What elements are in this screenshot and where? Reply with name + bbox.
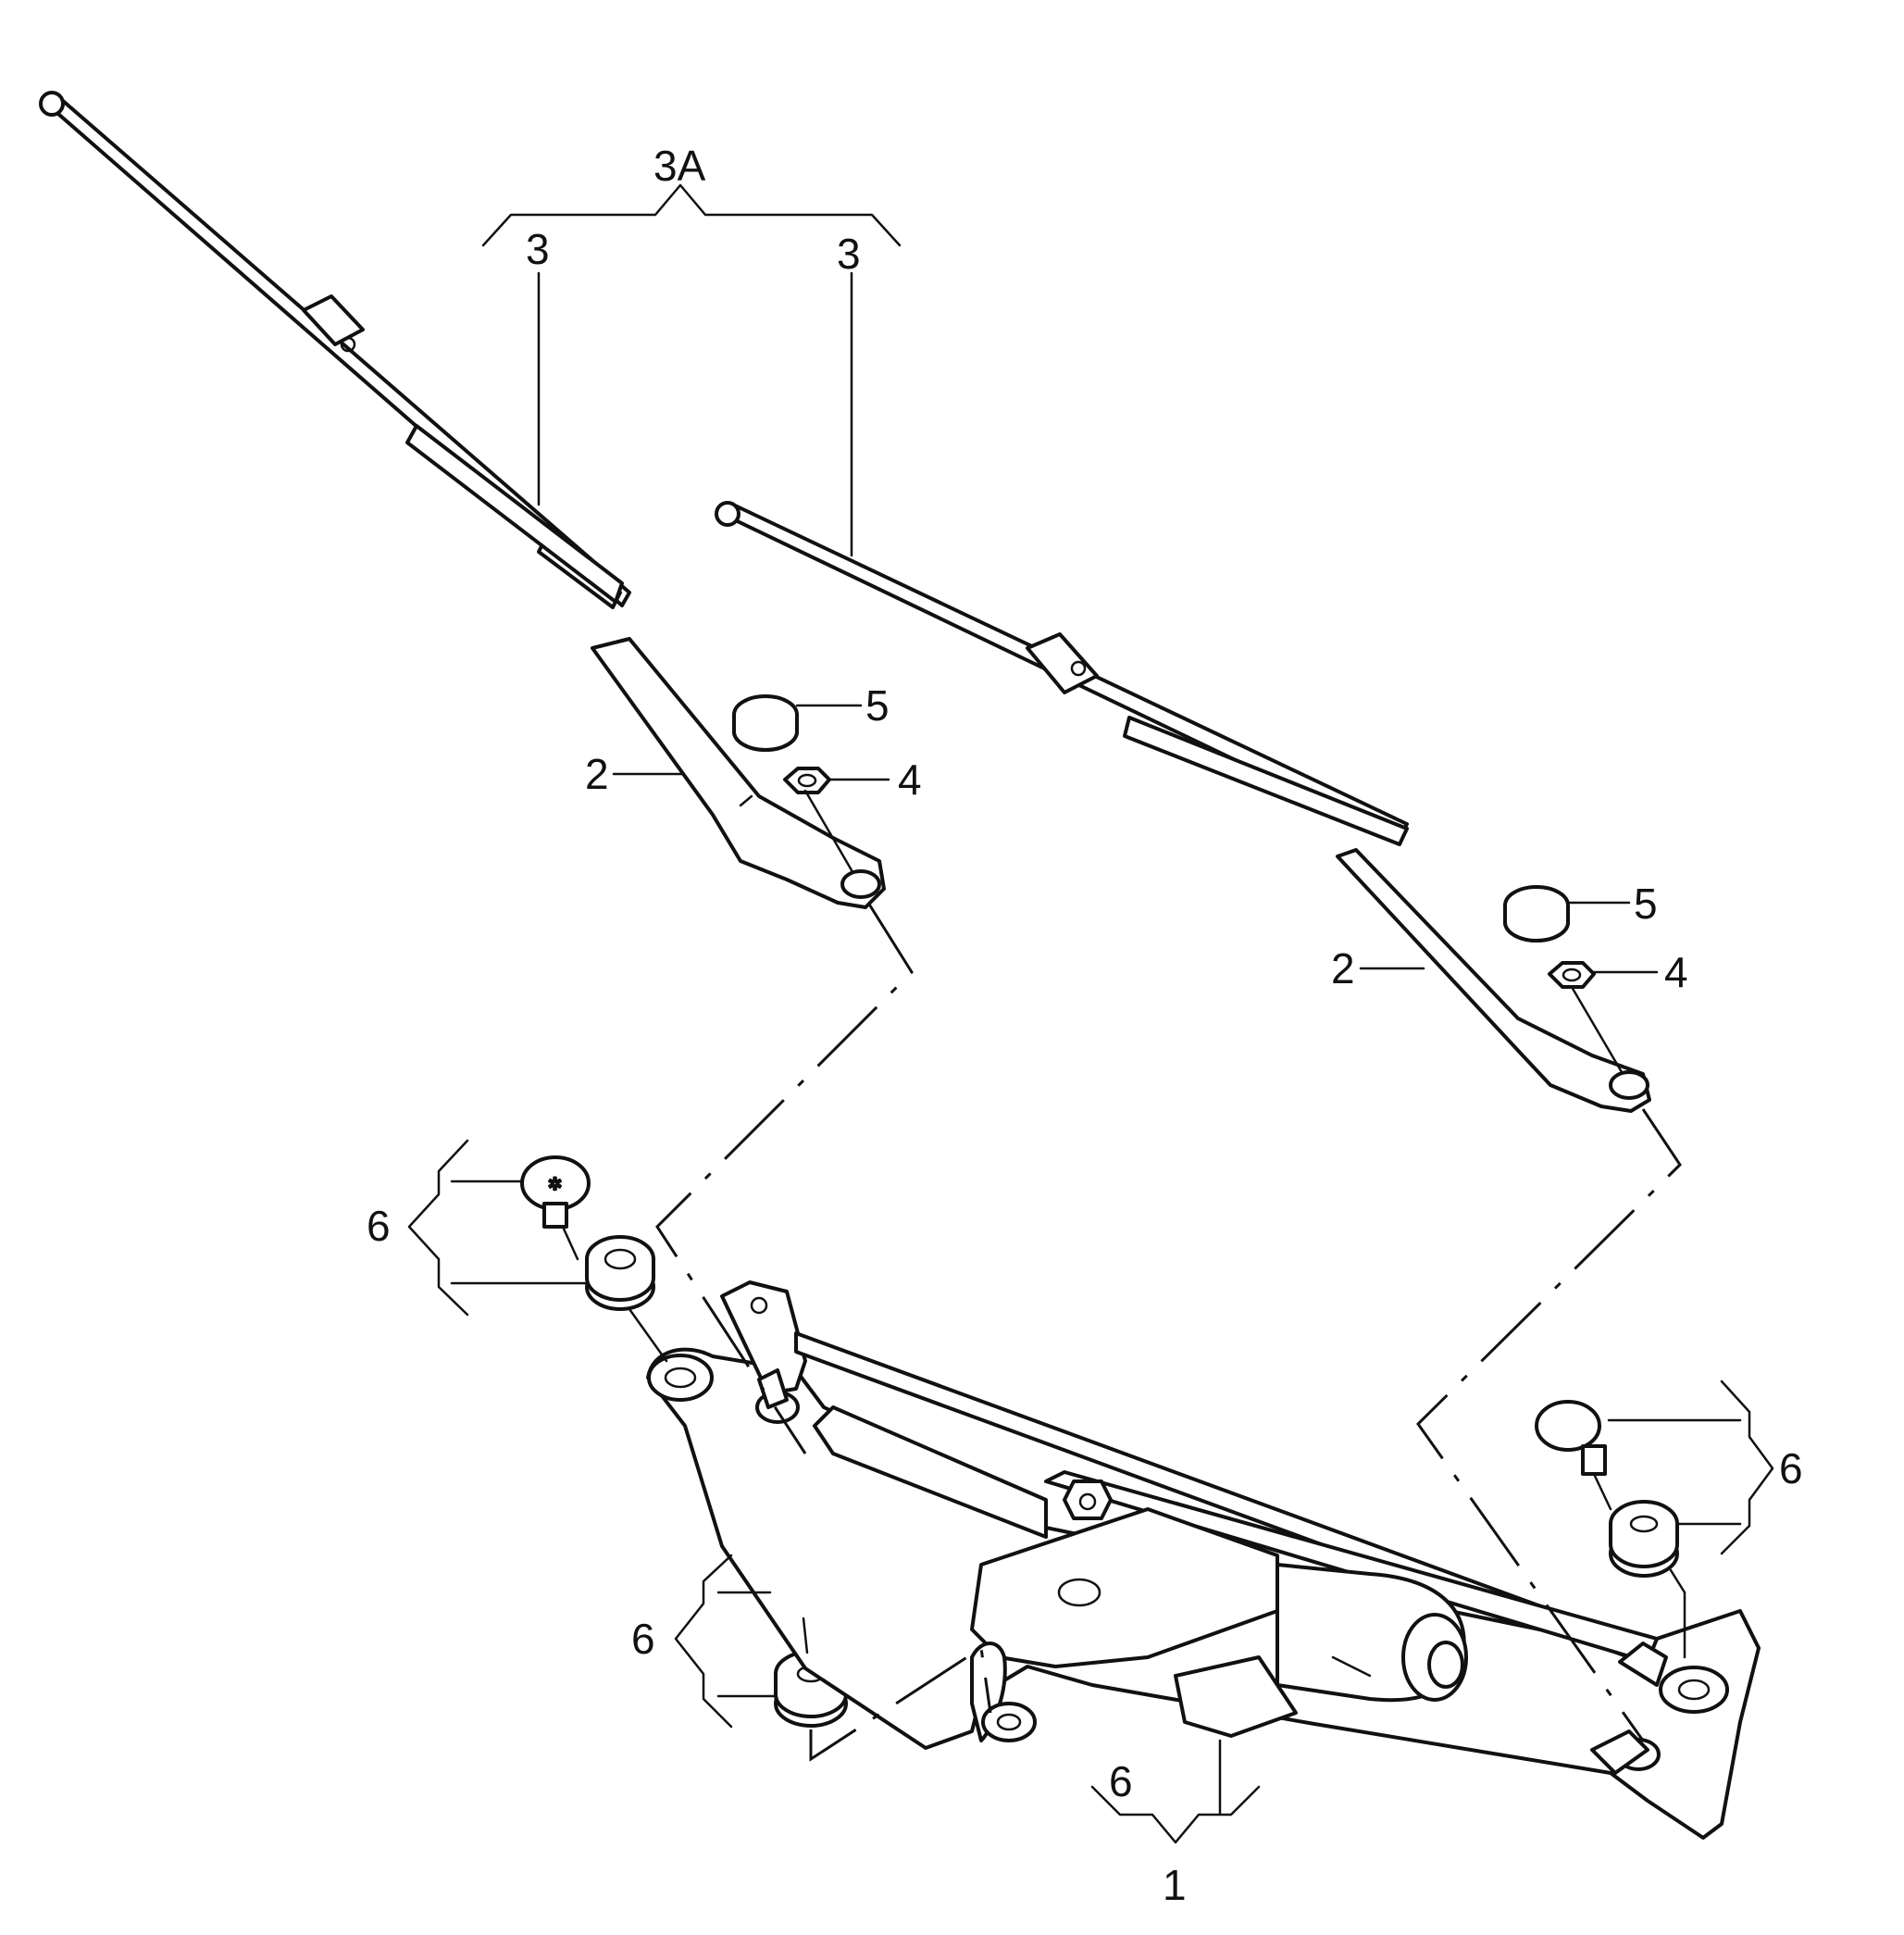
left-cap [732,694,799,752]
callout-3a: 3A [653,142,706,190]
callout-left-blade: 3 [526,225,550,273]
callout-linkage-motor: 1 [1163,1861,1187,1909]
right-wiper-arm [1336,848,1651,1113]
right-nut [1548,961,1596,989]
callout-mount-lower-left: 6 [631,1615,655,1663]
callout-mount-upper-left: 6 [367,1202,391,1250]
callout-right-arm: 2 [1331,944,1355,992]
callout-left-nut: 4 [898,755,922,804]
callout-left-arm: 2 [585,750,609,798]
callout-right-cap: 5 [1634,880,1658,928]
callout-labels: 3A 3 3 2 2 5 4 5 4 6 6 6 6 1 [367,142,1803,1909]
callout-left-cap: 5 [865,681,890,730]
svg-text:✲: ✲ [548,1175,562,1194]
upper-left-mount-grommet [585,1235,655,1311]
callout-right-nut: 4 [1664,948,1688,996]
left-nut [783,767,831,794]
right-wiper-blade [715,501,1409,846]
callout-leaders [407,183,1774,1844]
right-mount-grommet [1609,1500,1679,1578]
assembly-center-lines [561,789,1686,1762]
left-wiper-blade [39,91,631,609]
callout-mount-bottom: 6 [1109,1757,1133,1805]
left-wiper-arm [591,637,886,909]
upper-left-mount-screw: ✲ [520,1155,591,1229]
callout-mount-right: 6 [1779,1444,1803,1492]
callout-right-blade: 3 [837,230,861,278]
wiper-motor [970,1507,1468,1742]
right-mount-screw [1535,1400,1607,1476]
right-cap [1503,885,1570,943]
